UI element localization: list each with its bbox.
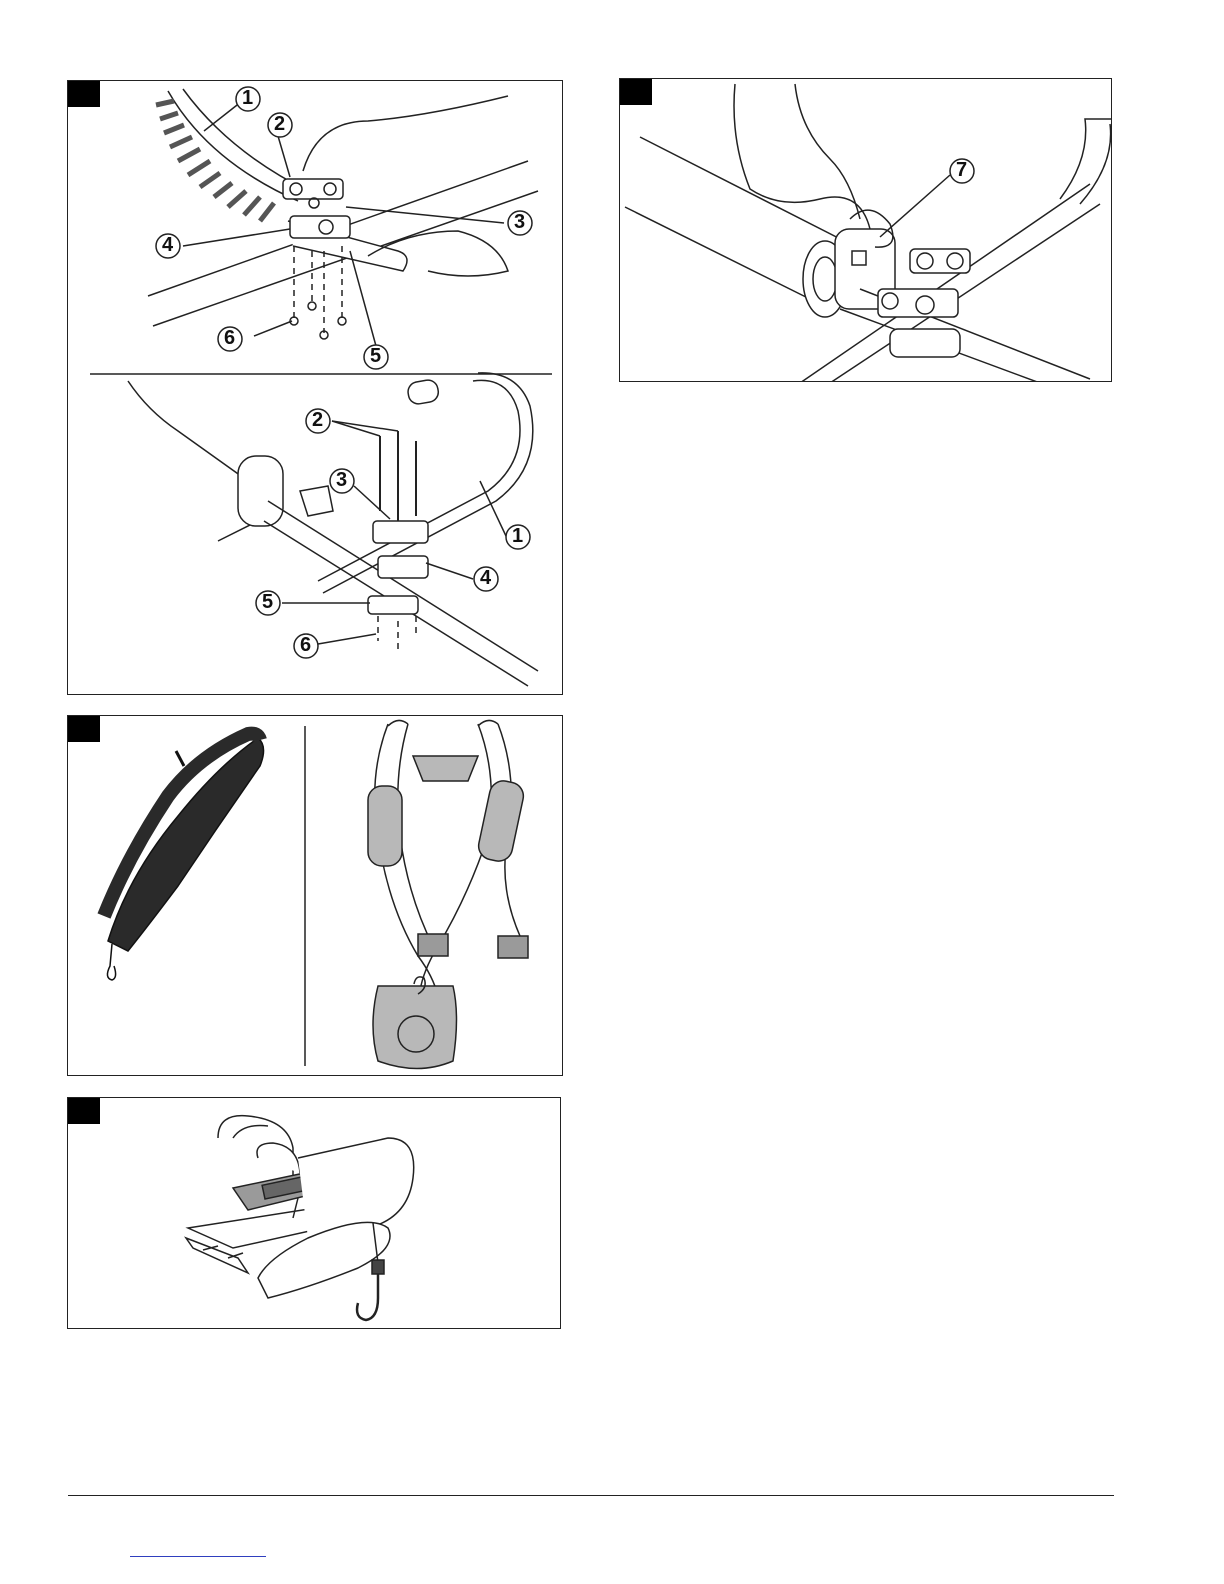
lower-view xyxy=(128,373,538,686)
upper-view xyxy=(148,89,538,346)
handle-retainer-illustration xyxy=(620,79,1112,382)
figure-handle-retainer: 7 xyxy=(619,78,1112,382)
figure-strap-and-harness xyxy=(67,715,563,1076)
callout-lower-6: 6 xyxy=(300,634,311,657)
harness xyxy=(368,720,528,1068)
callout-4: 4 xyxy=(162,234,173,257)
strap-buckle-illustration xyxy=(68,1098,561,1329)
callout-6: 6 xyxy=(224,327,235,350)
callout-lower-4: 4 xyxy=(480,567,491,590)
callout-3: 3 xyxy=(514,211,525,234)
callouts xyxy=(156,87,532,658)
strap-harness-illustration xyxy=(68,716,563,1076)
figure-strap-buckle xyxy=(67,1097,561,1329)
handle-installation-illustration xyxy=(68,81,563,695)
callout-5: 5 xyxy=(370,345,381,368)
callout-lower-5: 5 xyxy=(262,591,273,614)
footer-rule xyxy=(68,1495,1114,1496)
shoulder-strap xyxy=(104,734,264,980)
callout-7: 7 xyxy=(956,159,967,182)
callout-lower-3: 3 xyxy=(336,469,347,492)
footer-link-underline[interactable] xyxy=(130,1556,266,1557)
callout-lower-2: 2 xyxy=(312,409,323,432)
figure-handle-installation: 1 2 3 4 5 6 2 3 1 4 5 6 xyxy=(67,80,563,695)
callout-lower-1: 1 xyxy=(512,525,523,548)
callout-2: 2 xyxy=(274,113,285,136)
callout-1: 1 xyxy=(242,87,253,110)
